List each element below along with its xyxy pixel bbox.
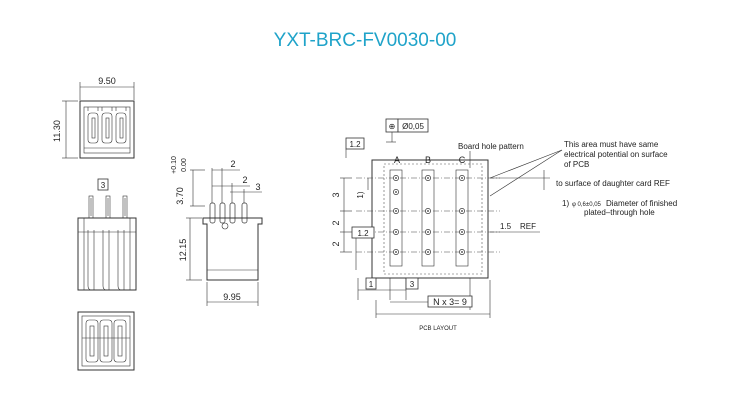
side-pitch-top: 2: [230, 159, 235, 169]
side-view-body: [202, 217, 263, 281]
col-a: A: [394, 155, 400, 165]
side-height-dim: 12.15: [178, 239, 188, 262]
bottom-view: [77, 311, 135, 371]
pcb-hole-center: [395, 251, 397, 253]
top-view: 9.50 11.30: [52, 76, 135, 159]
note3-line1: Diameter of finished: [606, 199, 677, 208]
pcb-outline: [371, 159, 489, 279]
pcb-hole-center: [427, 177, 429, 179]
pcb-layout-label: PCB LAYOUT: [419, 326, 457, 332]
front-view-body: [77, 217, 137, 291]
note3-prefix: 1): [562, 199, 569, 208]
col-c: C: [459, 155, 466, 165]
note3-symbol: φ 0,6±0,05: [572, 202, 602, 208]
offset-mid: 1.2: [357, 229, 369, 238]
side-pin-num: 3: [255, 182, 260, 192]
bottom-dim-3: 3: [410, 280, 415, 289]
front-pin-label: 3: [101, 181, 106, 190]
pcb-hole-center: [427, 210, 429, 212]
side-view: 3.70 +0.10 0.00 2 2 3 12.15: [171, 156, 263, 306]
position-symbol: ⊕: [389, 122, 396, 131]
top-width-dim: 9.50: [98, 76, 116, 86]
note1-line1: This area must have same: [564, 140, 659, 149]
note2: to surface of daughter card REF: [556, 179, 670, 188]
note1-line3: of PCB: [564, 160, 589, 169]
pcb-hole-center: [427, 231, 429, 233]
note1-line2: electrical potential on surface: [564, 150, 668, 159]
front-view: 3: [77, 178, 137, 291]
pcb-hole-center: [461, 177, 463, 179]
pcb-hole-center: [395, 177, 397, 179]
note-marker: 1): [356, 191, 365, 198]
pcb-hole-center: [427, 251, 429, 253]
row-pitch-dim: 3: [331, 192, 341, 197]
position-tol: Ø0,05: [402, 122, 424, 131]
pcb-hole-center: [461, 231, 463, 233]
side-tol-dim: 3.70: [175, 187, 185, 205]
pcb-hole-center: [395, 210, 397, 212]
pcb-hole-center: [461, 251, 463, 253]
ref-value: 1.5: [500, 222, 512, 231]
ref-word: REF: [520, 222, 536, 231]
top-height-dim: 11.30: [52, 120, 62, 142]
col-b: B: [425, 155, 431, 165]
hole-pitch-2: 2: [331, 241, 341, 246]
offset-top: 1.2: [349, 140, 361, 149]
side-width-dim: 9.95: [223, 292, 241, 302]
bottom-dim-1: 1: [369, 280, 374, 289]
pcb-hole-center: [395, 231, 397, 233]
board-hole-label: Board hole pattern: [458, 142, 524, 151]
pcb-hole-center: [395, 191, 397, 193]
top-view-outline: [79, 100, 135, 159]
side-tol-lower: 0.00: [181, 158, 188, 172]
drawing-title: YXT-BRC-FV0030-00: [273, 30, 457, 51]
pcb-layout: ⊕ Ø0,05 1.2 A B C 3: [331, 118, 677, 332]
pcb-hole-center: [461, 210, 463, 212]
side-tol-upper: +0.10: [171, 156, 178, 174]
hole-pitch-1: 2: [331, 220, 341, 225]
side-pitch-mid: 2: [242, 175, 247, 185]
nx-dim: N x 3= 9: [433, 297, 467, 307]
note3-line2: plated–through hole: [584, 208, 655, 217]
